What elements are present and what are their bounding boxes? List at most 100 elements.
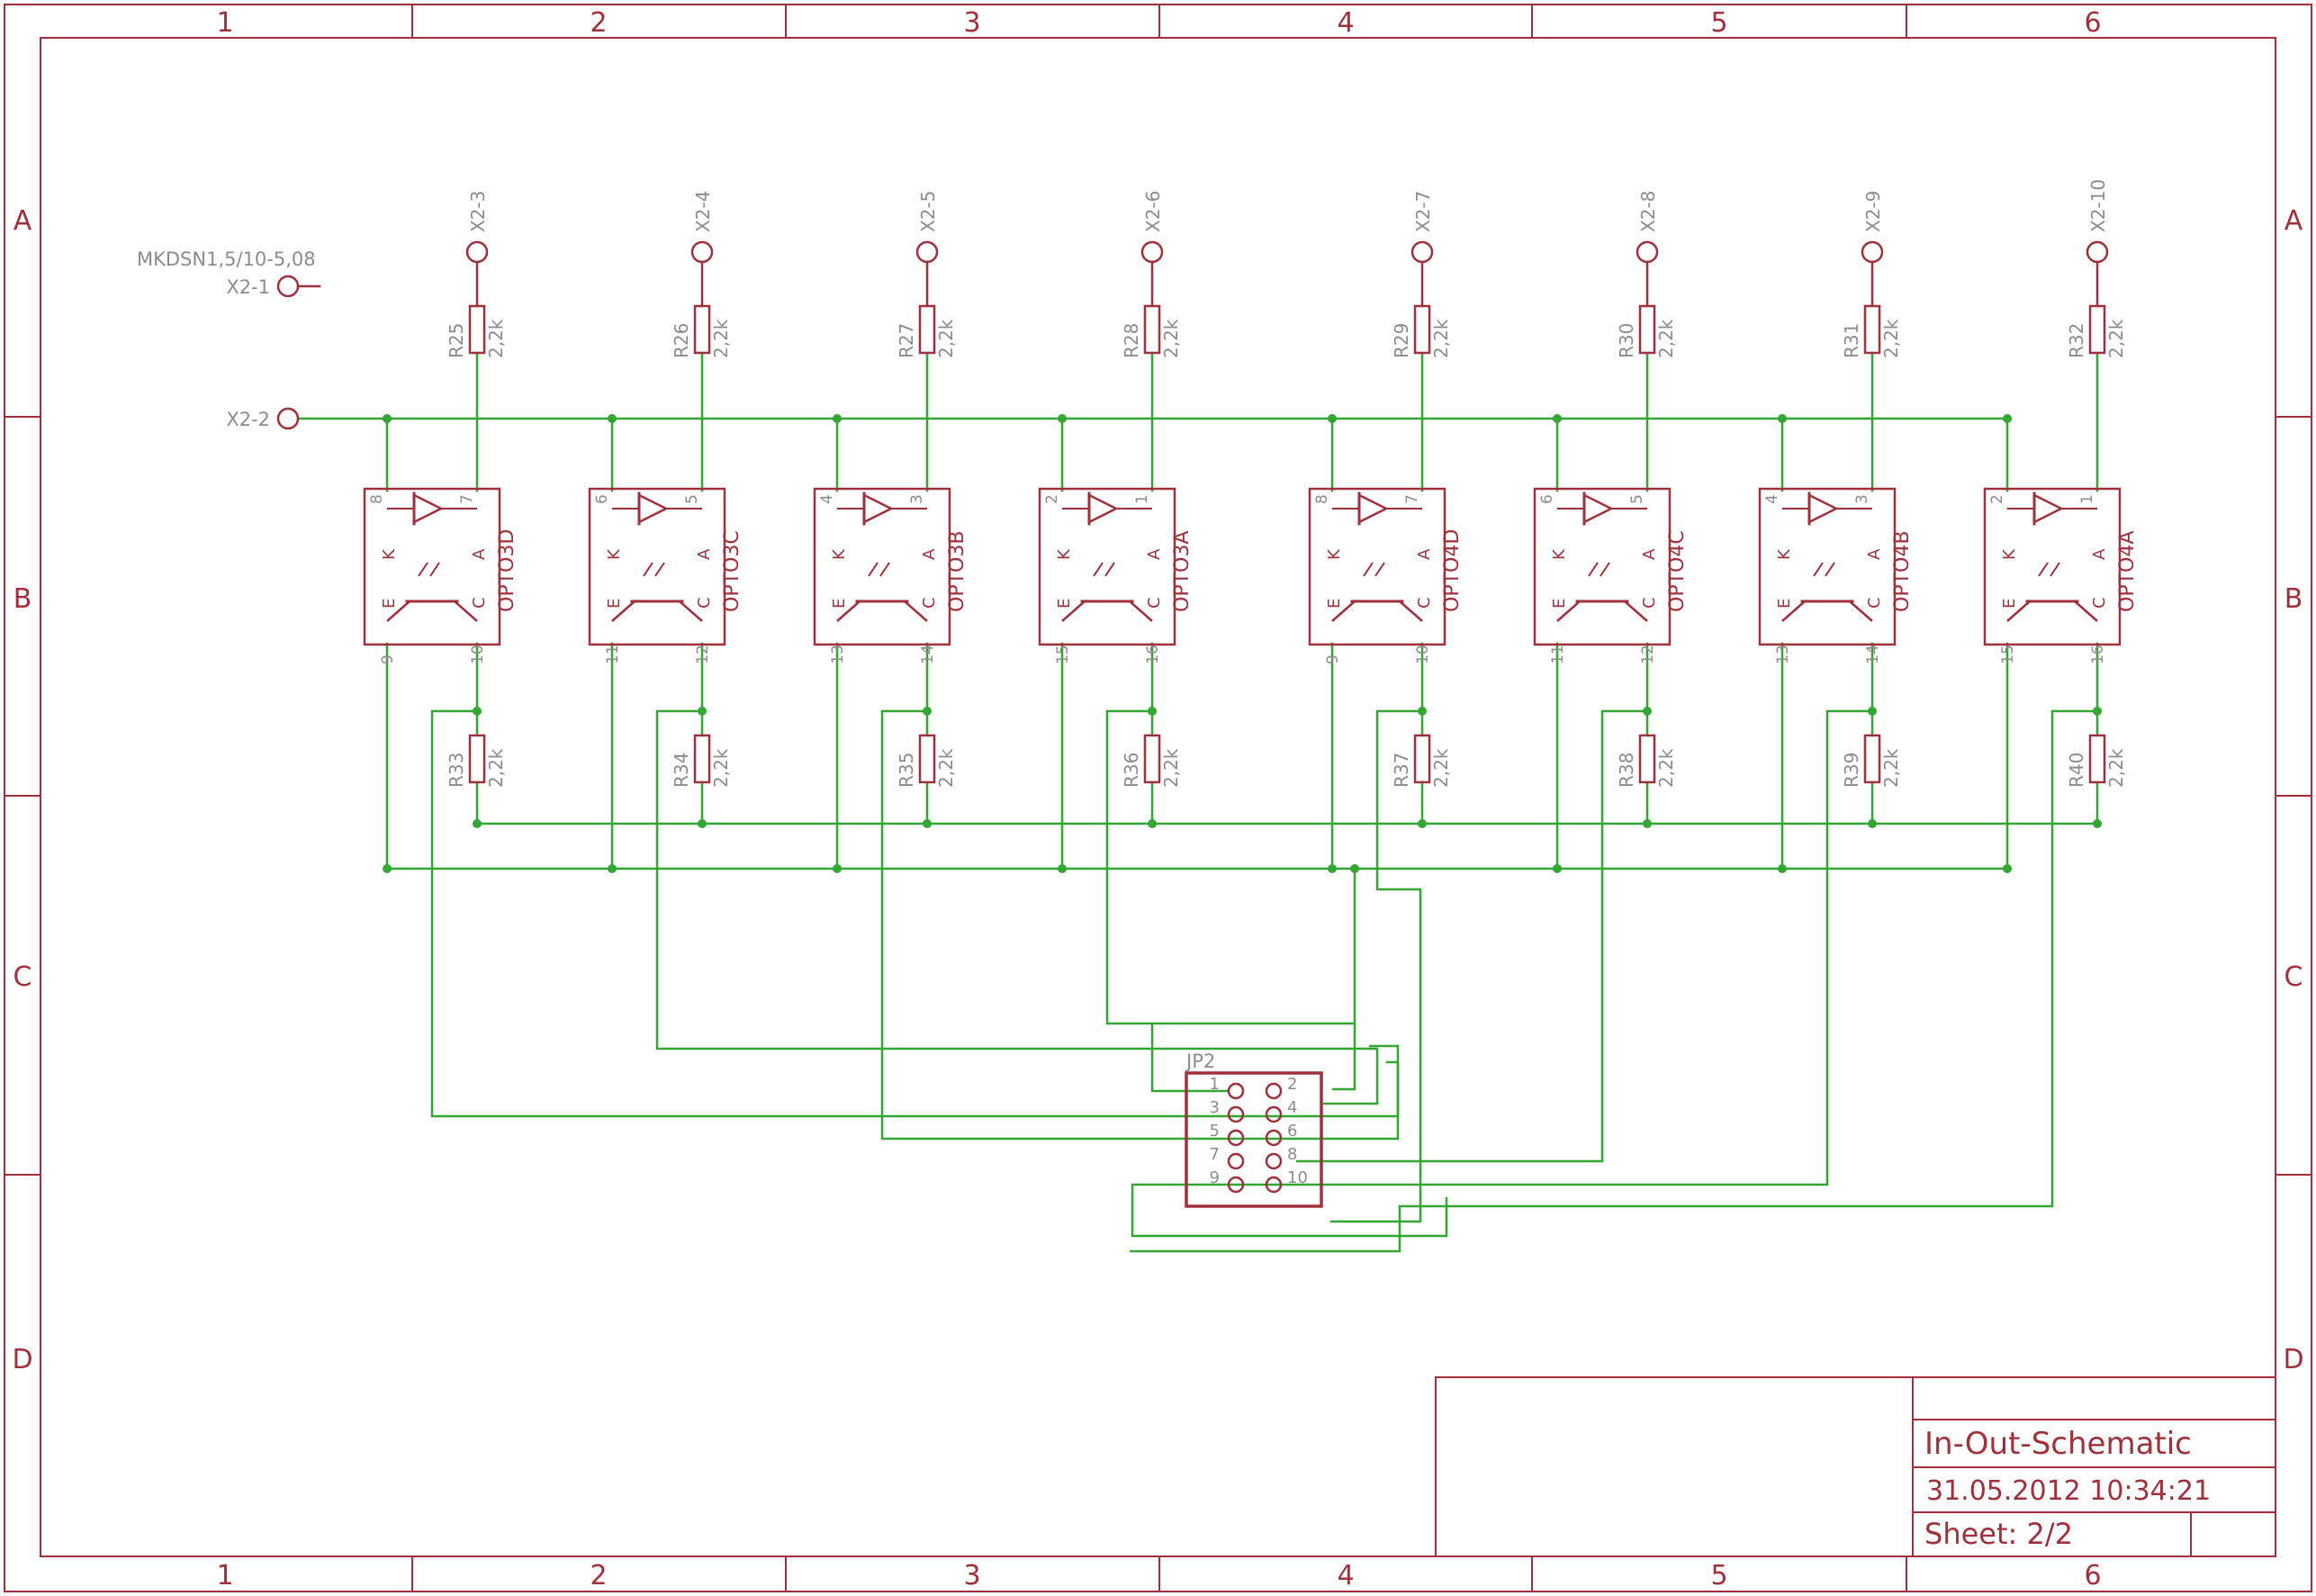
row-label-right: A <box>2284 205 2303 237</box>
terminal-X2-6 <box>1140 240 1164 264</box>
optocoupler-OPTO3B <box>813 487 951 646</box>
junction-dot <box>473 819 482 828</box>
light-arrow <box>2050 562 2060 577</box>
light-arrow <box>879 562 890 577</box>
jp2-pin-number: 4 <box>1287 1098 1297 1117</box>
title-block-title: In-Out-Schematic <box>1924 1426 2192 1462</box>
optocoupler-name: OPTO4C <box>1666 530 1689 612</box>
opto-pin-e: E <box>830 599 849 609</box>
resistor-name: R30 <box>1616 323 1637 358</box>
light-arrow <box>643 562 653 577</box>
optocoupler-OPTO3A <box>1038 487 1176 646</box>
terminal-label: X2-9 <box>1862 191 1884 232</box>
opto-pin-c: C <box>1415 597 1434 609</box>
jp2-body <box>1185 1071 1323 1208</box>
inner-border <box>40 37 2276 1557</box>
opto-pin-k: K <box>1325 548 1344 560</box>
opto-pin-number: 2 <box>1988 494 2006 504</box>
transistor-collector <box>1399 600 1423 622</box>
resistor-R35 <box>918 734 936 784</box>
resistor-R27 <box>918 304 936 355</box>
resistor-R36 <box>1143 734 1161 784</box>
jp2-pin <box>1227 1082 1245 1100</box>
transistor-collector <box>2074 600 2098 622</box>
opto-pin-number: 1 <box>1133 494 1151 504</box>
opto-pin-a: A <box>695 548 714 560</box>
x2-2-label: X2-2 <box>226 409 270 430</box>
opto-pin-a: A <box>1640 548 1659 560</box>
optocoupler-name: OPTO4A <box>2116 531 2139 612</box>
junction-dot <box>698 707 707 716</box>
row-label-left: B <box>14 583 32 615</box>
wire-collector-route <box>1105 709 1356 1091</box>
junction-dots <box>383 414 2102 873</box>
resistor-name: R29 <box>1391 323 1412 358</box>
junction-dot <box>1418 819 1427 828</box>
opto-pin-number: 8 <box>368 494 386 504</box>
junction-dot <box>1778 864 1787 873</box>
opto-pin-a: A <box>920 548 939 560</box>
terminal-label: X2-5 <box>917 191 939 232</box>
opto-pin-number: 16 <box>1144 645 1162 664</box>
resistor-R32 <box>2088 304 2106 355</box>
junction-dot <box>608 414 617 423</box>
junction-dot <box>1778 414 1787 423</box>
opto-pin-number: 11 <box>604 645 622 664</box>
opto-pin-c: C <box>920 597 939 609</box>
wire-collector-route <box>655 709 1379 1105</box>
title-block-sheet: Sheet: 2/2 <box>1924 1517 2073 1551</box>
column-label-bottom: 6 <box>2084 1560 2101 1591</box>
resistor-value: 2,2k <box>1430 748 1452 788</box>
transistor-emitter <box>1556 600 1581 622</box>
jp2-pin <box>1265 1105 1283 1123</box>
optocoupler-OPTO4D <box>1308 487 1446 646</box>
jp2-pin-number: 7 <box>1210 1145 1220 1164</box>
resistor-value: 2,2k <box>485 319 507 358</box>
terminal-X2-9 <box>1861 240 1884 264</box>
transistor-emitter <box>836 600 861 622</box>
optocoupler-name: OPTO3C <box>721 530 743 612</box>
junction-dot <box>383 864 392 873</box>
resistor-value: 2,2k <box>710 748 732 788</box>
resistor-value: 2,2k <box>485 748 507 788</box>
jp2-pin <box>1227 1152 1245 1170</box>
opto-pin-number: 11 <box>1549 645 1567 664</box>
wire-collector-route <box>880 709 1400 1141</box>
column-label-top: 5 <box>1710 7 1727 39</box>
opto-pin-number: 4 <box>818 494 836 504</box>
row-label-right: C <box>2284 961 2303 993</box>
led-triangle <box>1807 492 1839 525</box>
junction-dot <box>2003 414 2012 423</box>
terminal-x2-2 <box>276 407 300 430</box>
terminal-label: X2-3 <box>467 191 489 232</box>
column-label-top: 3 <box>963 7 980 39</box>
column-label-bottom: 1 <box>216 1560 233 1591</box>
resistor-R25 <box>468 304 486 355</box>
light-arrow <box>418 562 428 577</box>
resistor-value: 2,2k <box>1160 319 1182 358</box>
light-arrow <box>868 562 879 577</box>
junction-dot <box>1418 707 1427 716</box>
jp2-pin <box>1265 1082 1283 1100</box>
resistor-name: R35 <box>896 753 917 788</box>
jp2-pin <box>1265 1152 1283 1170</box>
junction-dot <box>833 864 842 873</box>
resistor-name: R26 <box>671 323 692 358</box>
terminal-X2-7 <box>1410 240 1434 264</box>
opto-pin-number: 13 <box>829 645 847 664</box>
opto-pin-a: A <box>1415 548 1434 560</box>
junction-dot <box>923 707 932 716</box>
opto-pin-c: C <box>1865 597 1884 609</box>
light-arrow <box>429 562 440 577</box>
terminal-x2-1 <box>276 275 300 298</box>
opto-pin-number: 8 <box>1313 494 1331 504</box>
connector-part-label: MKDSN1,5/10-5,08 <box>137 248 316 270</box>
transistor-emitter <box>611 600 635 622</box>
junction-dot <box>1350 864 1359 873</box>
resistor-value: 2,2k <box>1430 319 1452 358</box>
column-label-top: 4 <box>1337 7 1354 39</box>
junction-dot <box>1058 864 1067 873</box>
